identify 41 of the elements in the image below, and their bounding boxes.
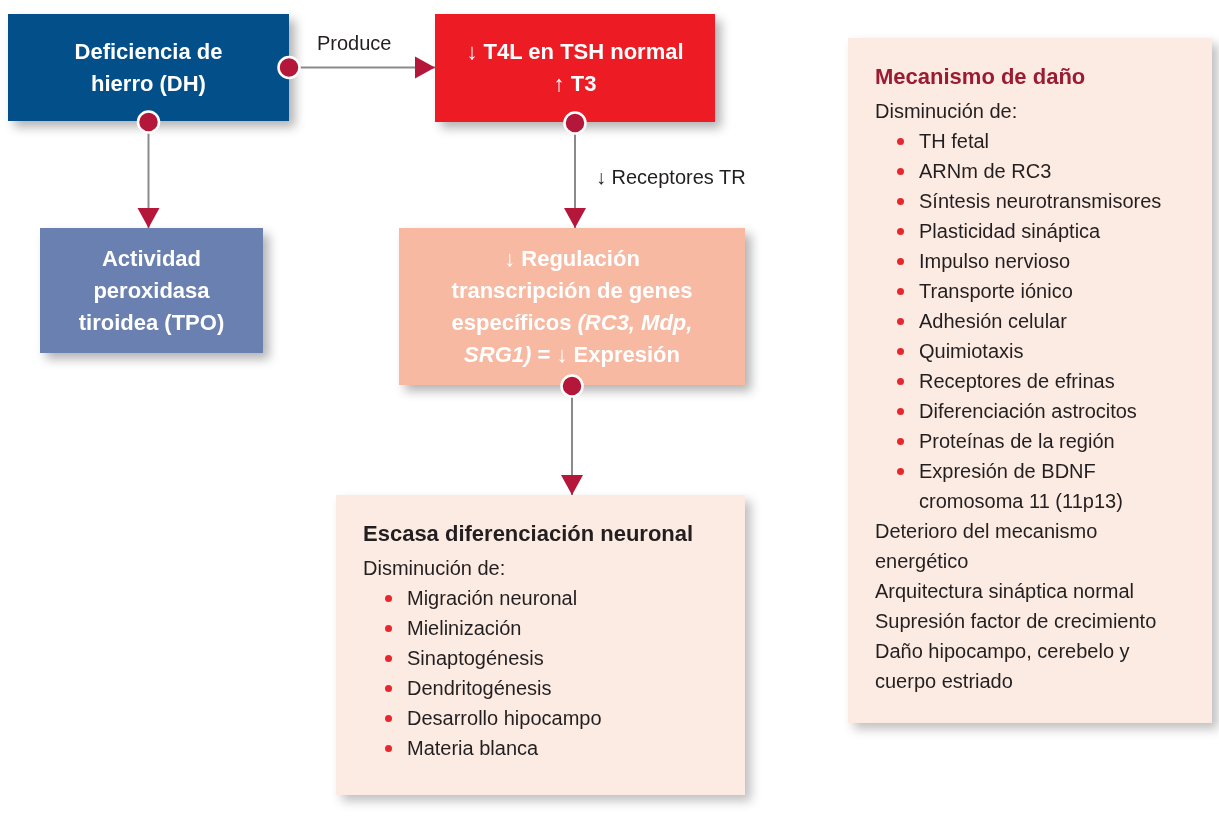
arrow [277,55,436,80]
panel-heading: Escasa diferenciación neuronal [363,520,695,548]
arrow [563,111,587,229]
cause-box [8,14,289,121]
node-text: Deficiencia de hierro (DH) [73,37,224,98]
list-item: Diferenciación astrocitos [919,399,1137,424]
list-item: Sinaptogénesis [407,646,544,671]
panel-heading: Mecanismo de daño [875,63,1087,91]
effect-box [40,228,263,353]
list-item: Adhesión celular [919,309,1067,334]
node-text: ↑ T3 [553,70,597,98]
arrow [560,374,584,496]
mechanism-panel [848,38,1212,723]
list-item: Mielinización [407,616,522,641]
hormone-box [435,14,715,122]
body-text: Deterioro del mecanismo energético [875,519,1099,574]
body-text: Arquitectura sináptica normal [875,579,1135,604]
arrow [136,110,161,229]
regulation-box [399,228,745,385]
outcome-panel [336,495,745,795]
body-text: Disminución de: [875,99,1019,124]
list-item: ARNm de RC3 [919,159,1052,184]
list-item: Quimiotaxis [919,339,1024,364]
list-item: Dendritogénesis [407,676,552,701]
body-text: Daño hipocampo, cerebelo y cuerpo estriado [875,639,1131,694]
list-item: Migración neuronal [407,586,578,611]
node-text: ↓ Regulación transcripción de genes específicos (RC3, Mdp, SRG1) = ↓ Expresión [450,244,694,369]
body-text: Disminución de: [363,556,507,581]
node-text: ↓ T4L en TSH normal [466,38,684,66]
list-item: Receptores de efrinas [919,369,1115,394]
list-item: Materia blanca [407,736,539,761]
list-item: Expresión de BDNF cromosoma 11 (11p13) [919,459,1124,514]
list-item: Desarrollo hipocampo [407,706,602,731]
list-item: Síntesis neurotransmisores [919,189,1162,214]
list-item: Impulso nervioso [919,249,1071,274]
list-item: Plasticidad sináptica [919,219,1101,244]
node-text: Actividad peroxidasa tiroidea (TPO) [77,244,226,337]
list-item: Proteínas de la región [919,429,1115,454]
body-text: Supresión factor de crecimiento [875,609,1158,634]
list-item: Transporte iónico [919,279,1073,304]
list-item: TH fetal [919,129,990,154]
